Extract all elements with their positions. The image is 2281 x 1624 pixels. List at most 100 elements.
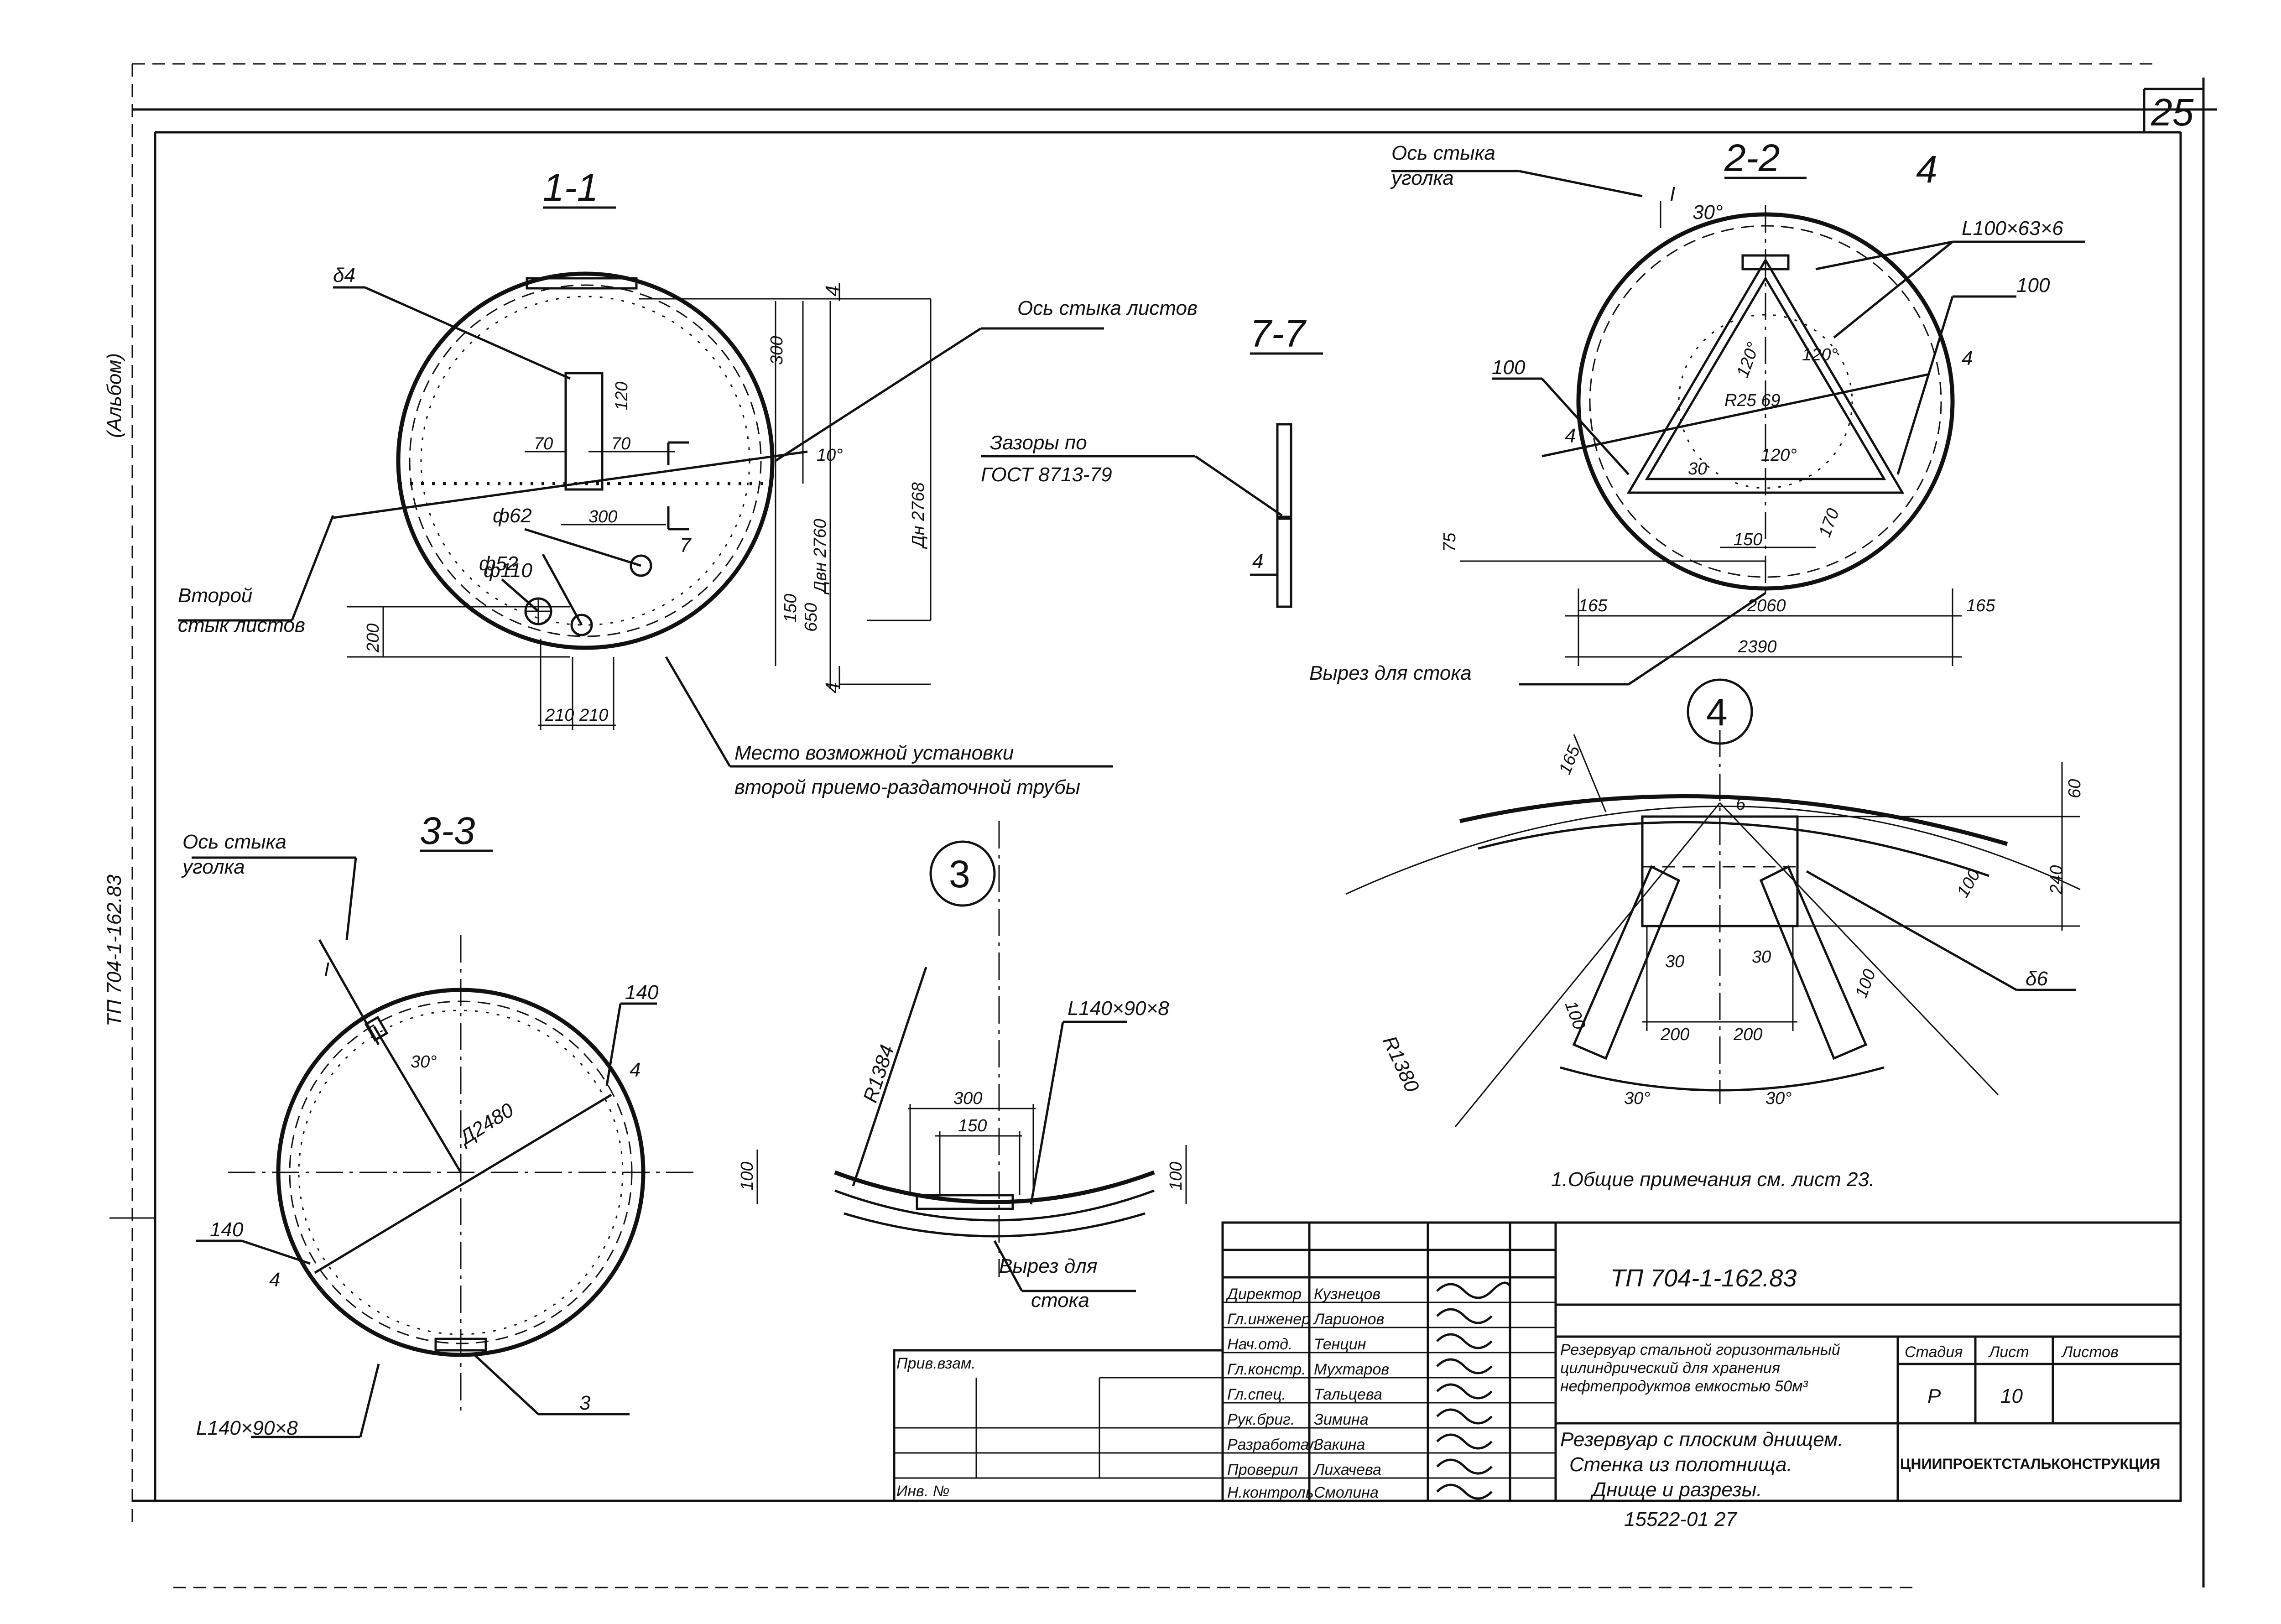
tb-sheet-header: Лист [1988, 1343, 2029, 1361]
s22-d75: 75 [1440, 532, 1459, 552]
s22-axis-2: уголка [1390, 167, 1454, 189]
section-7-7-title: 7-7 [1250, 312, 1307, 355]
s77-gap-1: Зазоры по [990, 432, 1087, 454]
tb-role-6: Разработал [1227, 1436, 1318, 1453]
section-1-1: 1-1 [178, 166, 1113, 768]
tb-sheet-title-1: Резервуар с плоским днищем. [1560, 1428, 1844, 1451]
s22-t4a: 4 [1916, 148, 1937, 191]
s33-t4a: 4 [630, 1059, 641, 1081]
side-code: ТП 704-1-162.83 [103, 874, 125, 1026]
s11-d62: ф62 [493, 505, 532, 527]
node-3-profile: L140×90×8 [1068, 997, 1169, 1020]
s11-d52: ф52 [479, 552, 518, 575]
tb-role-3: Гл.констр. [1227, 1361, 1306, 1378]
page-number: 25 [2151, 91, 2194, 134]
s22-d2060: 2060 [1747, 596, 1786, 615]
node-3-d300: 300 [953, 1089, 982, 1108]
tb-bottom-stamp: 15522-01 27 [1624, 1508, 1738, 1530]
s11-d110: ф110 [484, 559, 532, 582]
node-4-a30b: 30° [1765, 1089, 1791, 1108]
tb-inv: Инв. № [896, 1483, 950, 1500]
node-3-number: 3 [949, 853, 970, 895]
tb-name-6: Закина [1314, 1436, 1365, 1453]
s22-d165a: 165 [1578, 596, 1608, 615]
node-4-radius: R1380 [1378, 1033, 1423, 1096]
tb-code: ТП 704-1-162.83 [1610, 1265, 1797, 1292]
s11-d300-top: 300 [767, 336, 786, 365]
s33-d140b: 140 [210, 1218, 244, 1241]
tb-role-4: Гл.спец. [1227, 1386, 1286, 1403]
s33-d140a: 140 [625, 981, 659, 1004]
node-3-d150: 150 [958, 1116, 987, 1135]
s11-d120: 120 [612, 382, 631, 411]
s22-a120b: 120° [1733, 340, 1763, 380]
s11-d70a: 70 [534, 434, 553, 453]
general-note: 1.Общие примечания см. лист 23. [1551, 1168, 1875, 1191]
tb-attached: Прив.взам. [896, 1355, 976, 1372]
s22-t4b: 4 [1962, 347, 1973, 370]
tb-organization: ЦНИИПРОЕКТСТАЛЬКОНСТРУКЦИЯ [1900, 1456, 2160, 1472]
section-2-2-title: 2-2 [1724, 136, 1780, 179]
signatures [1436, 1281, 1511, 1500]
s11-d70b: 70 [611, 434, 630, 453]
tb-name-5: Зимина [1314, 1411, 1369, 1428]
s22-d100b: 100 [1492, 356, 1526, 379]
tb-desc-2: цилиндрический для хранения [1560, 1359, 1780, 1377]
s33-axis-2: уголка [181, 856, 245, 878]
s22-t4c: 4 [1565, 425, 1576, 447]
tb-sheet-title-3: Днище и разрезы. [1590, 1478, 1762, 1501]
tb-name-2: Тенцин [1314, 1336, 1366, 1353]
s22-d2390: 2390 [1738, 637, 1777, 656]
node-4-d200b: 200 [1733, 1025, 1762, 1044]
node-3-d100a: 100 [738, 1162, 757, 1191]
tb-role-7: Проверил [1227, 1461, 1298, 1478]
tb-role-1: Гл.инженер [1227, 1311, 1310, 1328]
tb-desc-3: нефтепродуктов емкостью 50м³ [1560, 1378, 1808, 1395]
tb-desc-1: Резервуар стальной горизонтальный [1560, 1341, 1840, 1359]
s11-angle10: 10° [817, 446, 843, 465]
section-1-1-title: 1-1 [543, 166, 598, 209]
s11-d210a: 210 [545, 706, 574, 725]
tb-name-7: Лихачева [1313, 1461, 1381, 1478]
tb-sheets-header: Листов [2061, 1343, 2119, 1361]
s22-angle30: 30° [1693, 201, 1723, 224]
s22-a120a: 120° [1802, 345, 1838, 364]
side-album: (Альбом) [103, 353, 125, 438]
s11-d210b: 210 [579, 706, 608, 725]
s22-profile: L100×63×6 [1962, 217, 2063, 239]
node-4-thickness: δ6 [2026, 968, 2048, 990]
title-block [893, 1221, 2182, 1502]
node-4-d200a: 200 [1660, 1025, 1689, 1044]
s33-angle30: 30° [411, 1052, 437, 1072]
s22-d100a: 100 [2016, 274, 2050, 297]
node-4-number: 4 [1706, 691, 1728, 734]
node-3-cut-1: Вырез для [999, 1255, 1098, 1277]
node-3-d100b: 100 [1167, 1162, 1186, 1191]
s22-d150: 150 [1734, 530, 1762, 549]
node-3-radius: R1384 [859, 1042, 899, 1105]
s11-d300-mid: 300 [588, 507, 617, 526]
node-4-d30a: 30 [1665, 952, 1684, 971]
section-2-2: 2-2 [1391, 136, 2085, 686]
s22-cut: Вырез для стока [1309, 662, 1472, 684]
tb-stage: Р [1927, 1385, 1941, 1407]
tb-name-8: Смолина [1314, 1484, 1379, 1501]
tb-sheet-title-2: Стенка из полотнища. [1569, 1453, 1792, 1476]
s11-thickness: δ4 [333, 264, 355, 286]
tb-name-1: Ларионов [1313, 1311, 1384, 1328]
s22-d170: 170 [1815, 506, 1843, 540]
s22-d30: 30 [1688, 459, 1707, 479]
s77-gap-2: ГОСТ 8713-79 [981, 463, 1112, 486]
s22-axis-1: Ось стыка [1391, 142, 1495, 164]
s33-node3: 3 [579, 1392, 591, 1414]
s11-t4-top: 4 [822, 286, 844, 297]
node-4-w6: 6 [1736, 795, 1746, 814]
tb-sheet-no: 10 [2000, 1385, 2023, 1407]
s11-dn: Дн 2768 [909, 482, 928, 549]
node-4-d240: 240 [2047, 865, 2066, 895]
s11-d150: 150 [781, 594, 800, 623]
node-3-cut-2: стока [1031, 1289, 1089, 1312]
s11-t4-bot: 4 [822, 682, 844, 693]
s11-second-joint-1: Второй [178, 584, 252, 607]
